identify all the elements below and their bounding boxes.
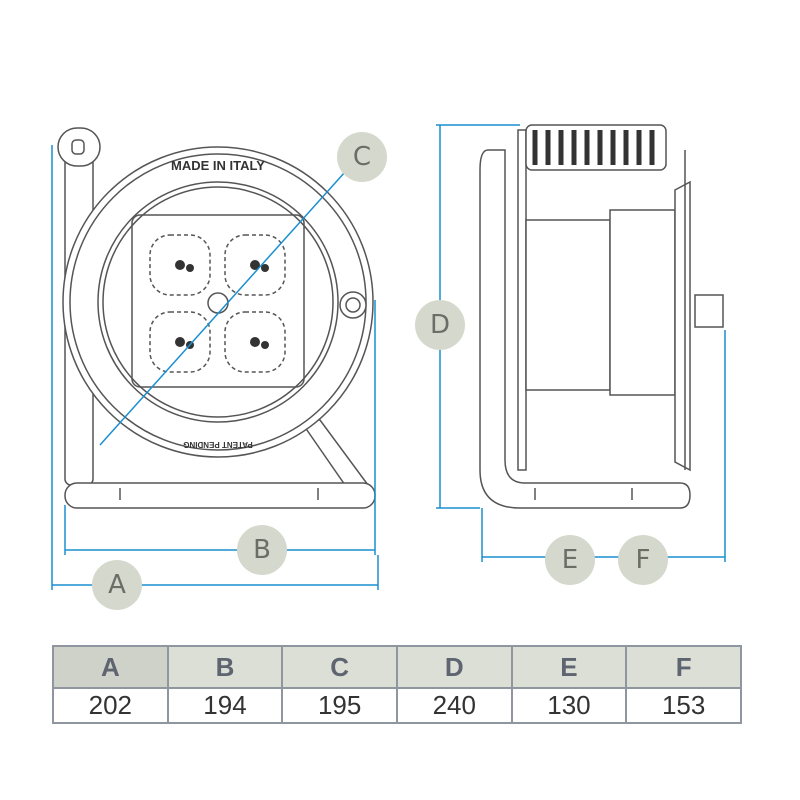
value-a: 202 — [52, 687, 169, 724]
svg-text:A: A — [108, 570, 126, 600]
handle-icon — [57, 127, 101, 167]
header-d: D — [395, 645, 513, 689]
side-view — [479, 124, 724, 509]
svg-text:D: D — [430, 310, 450, 340]
table-row: 202 194 195 240 130 153 — [52, 687, 742, 724]
dimensions-table: A B C D E F 202 194 195 240 130 153 — [52, 645, 742, 724]
header-b: B — [166, 645, 284, 689]
cable-reel-diagram: MADE IN ITALY PATENT PENDING A B C D E F — [51, 124, 726, 610]
dimension-lines — [51, 124, 726, 590]
dimension-label-d: D — [415, 300, 465, 350]
value-f: 153 — [625, 687, 742, 724]
svg-text:B: B — [253, 535, 271, 565]
knob-icon — [694, 294, 724, 328]
front-stand-leg — [298, 419, 370, 486]
table-header-row: A B C D E F — [52, 645, 742, 689]
value-e: 130 — [510, 687, 628, 724]
drum-hub — [609, 209, 676, 396]
reset-button-icon — [339, 291, 367, 319]
patent-pending-text: PATENT PENDING — [183, 440, 252, 449]
svg-text:C: C — [353, 142, 371, 172]
front-base — [64, 482, 376, 509]
side-flange-right — [674, 180, 691, 472]
svg-text:E: E — [562, 545, 578, 575]
svg-text:F: F — [636, 545, 651, 575]
header-e: E — [510, 645, 628, 689]
value-c: 195 — [281, 687, 398, 724]
value-d: 240 — [395, 687, 513, 724]
dimension-label-c: C — [337, 132, 387, 182]
header-f: F — [625, 645, 742, 689]
drum-body — [525, 219, 611, 391]
front-view — [57, 127, 376, 509]
dimension-label-e: E — [545, 535, 595, 585]
header-a: A — [52, 645, 169, 689]
dimension-label-b: B — [237, 525, 287, 575]
side-stand — [479, 149, 691, 509]
dimension-label-a: A — [92, 560, 142, 610]
header-c: C — [281, 645, 398, 689]
side-flange-left — [517, 129, 527, 471]
dimension-label-f: F — [618, 535, 668, 585]
socket-plate — [131, 214, 305, 388]
made-in-italy-text: MADE IN ITALY — [171, 158, 265, 173]
value-b: 194 — [166, 687, 284, 724]
sockets — [149, 234, 286, 373]
